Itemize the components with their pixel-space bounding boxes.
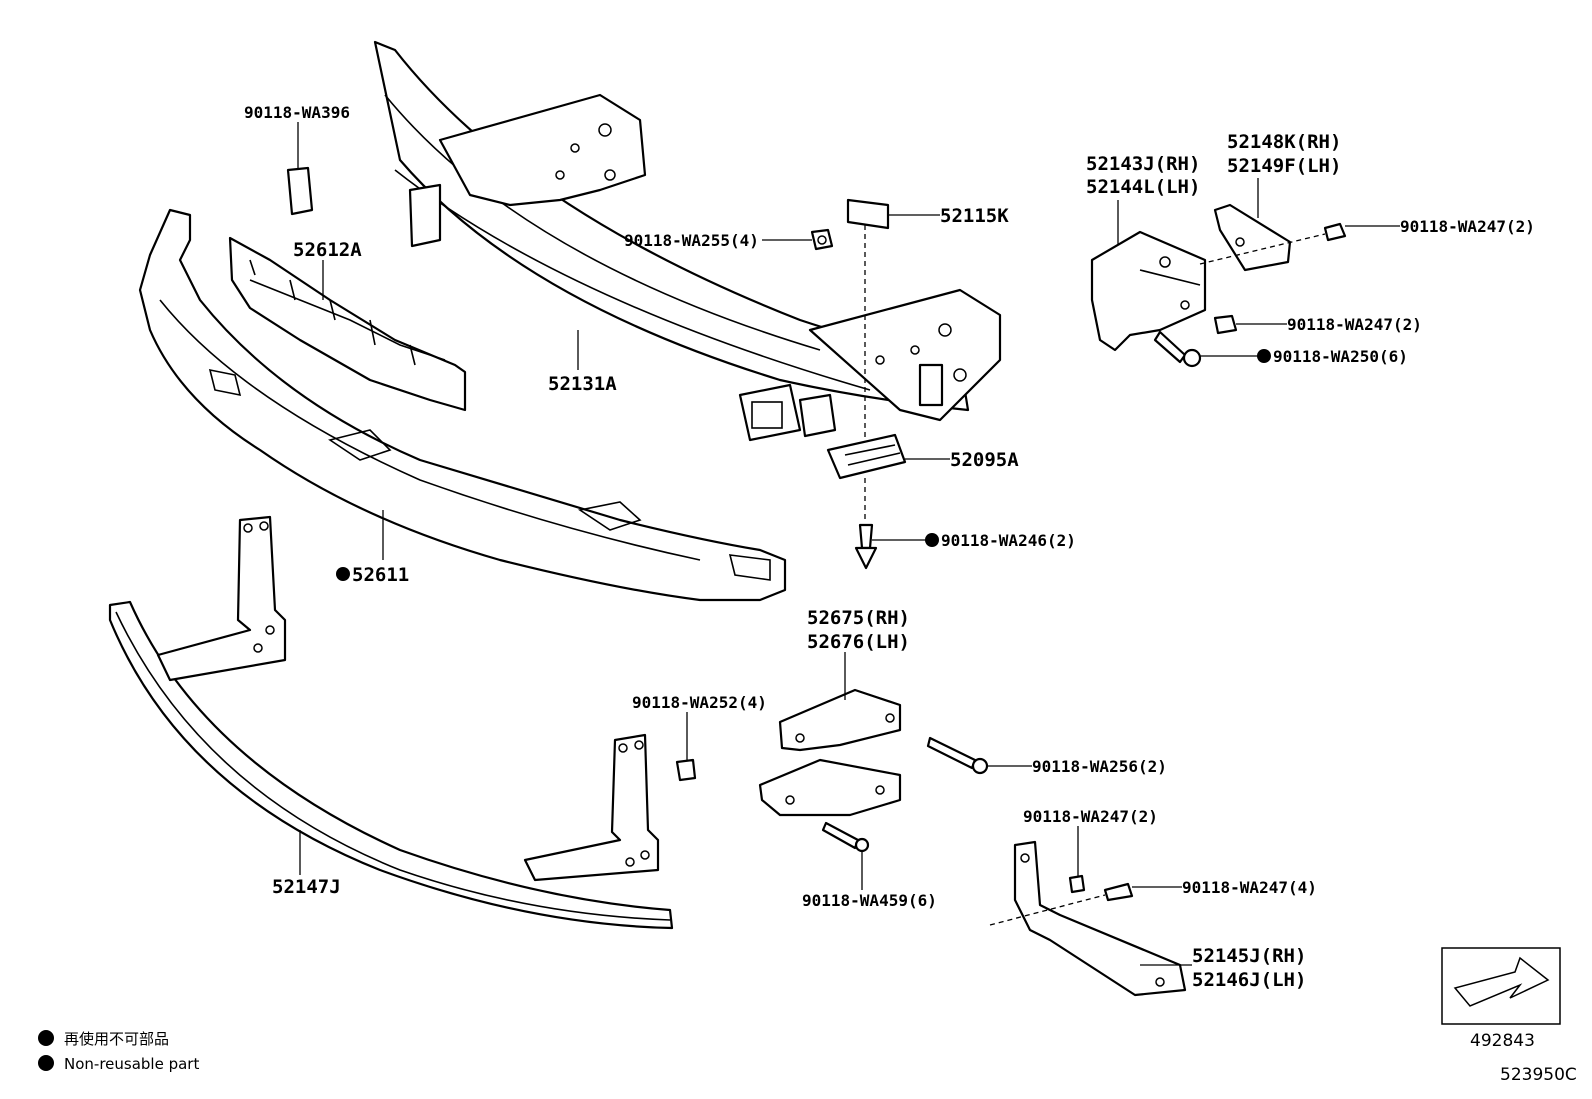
- label-52149F: 52149F(LH): [1227, 155, 1341, 177]
- nut-90118-WA255-drawing: [810, 228, 834, 251]
- label-52146J: 52146J(LH): [1192, 969, 1306, 991]
- label-52675: 52675(RH): [807, 607, 910, 629]
- bracket-52145J-drawing: [1013, 840, 1187, 997]
- label-52612A: 52612A: [293, 239, 362, 261]
- bracket-52143J-drawing: [1090, 230, 1207, 352]
- non-reusable-marker-WA250: [1257, 349, 1271, 363]
- bolts-center-drawing: [675, 736, 989, 853]
- legend-marker-japanese: [38, 1030, 54, 1046]
- diagram-code: 523950C: [1500, 1065, 1577, 1085]
- label-52144L: 52144L(LH): [1086, 176, 1200, 198]
- label-52131A: 52131A: [548, 373, 617, 395]
- bolts-lower-right-drawing: [1068, 874, 1134, 902]
- label-90118-WA256: 90118-WA256(2): [1032, 757, 1167, 776]
- label-52115K: 52115K: [940, 205, 1009, 227]
- label-90118-WA396: 90118-WA396: [244, 103, 350, 122]
- vehicle-orientation-box: [1441, 947, 1561, 1025]
- label-52148K: 52148K(RH): [1227, 131, 1341, 153]
- bumper-reinforcement-drawing: [373, 40, 1002, 442]
- label-90118-WA250: 90118-WA250(6): [1273, 347, 1408, 366]
- legend-english-text: Non-reusable part: [64, 1055, 199, 1073]
- bumper-lower-beam-drawing: [138, 208, 787, 602]
- label-90118-WA246: 90118-WA246(2): [941, 531, 1076, 550]
- label-52676: 52676(LH): [807, 631, 910, 653]
- bumper-pad-52095A-drawing: [826, 433, 907, 480]
- label-90118-WA247-bottom: 90118-WA247(4): [1182, 878, 1317, 897]
- clip-52115K-drawing: [846, 198, 890, 230]
- label-90118-WA247-lower: 90118-WA247(2): [1023, 807, 1158, 826]
- non-reusable-marker-52611: [336, 567, 350, 581]
- figure-number: 492843: [1470, 1031, 1535, 1051]
- label-90118-WA252: 90118-WA252(4): [632, 693, 767, 712]
- label-52095A: 52095A: [950, 449, 1019, 471]
- clip-90118-WA246-drawing: [854, 523, 878, 570]
- lower-stiffener-drawing: [108, 515, 674, 930]
- legend-marker-english: [38, 1055, 54, 1071]
- label-90118-WA247-upper: 90118-WA247(2): [1400, 217, 1535, 236]
- front-direction-arrow-icon: [1453, 956, 1550, 1007]
- legend-japanese-text: 再使用不可部品: [64, 1030, 169, 1048]
- non-reusable-marker-WA246: [925, 533, 939, 547]
- label-90118-WA247-middle: 90118-WA247(2): [1287, 315, 1422, 334]
- label-52145J: 52145J(RH): [1192, 945, 1306, 967]
- leader-lines: [297, 122, 1400, 966]
- label-52147J: 52147J: [272, 876, 341, 898]
- bracket-52675-drawing: [758, 688, 902, 817]
- label-52143J: 52143J(RH): [1086, 153, 1200, 175]
- label-90118-WA459: 90118-WA459(6): [802, 891, 937, 910]
- label-52611: 52611: [352, 564, 409, 586]
- pad-90118-WA396-drawing: [286, 166, 314, 216]
- bracket-52148K-drawing: [1213, 203, 1292, 272]
- bolts-upper-right-drawing: [1153, 222, 1347, 368]
- energy-absorber-drawing: [228, 236, 467, 412]
- label-90118-WA255: 90118-WA255(4): [624, 231, 759, 250]
